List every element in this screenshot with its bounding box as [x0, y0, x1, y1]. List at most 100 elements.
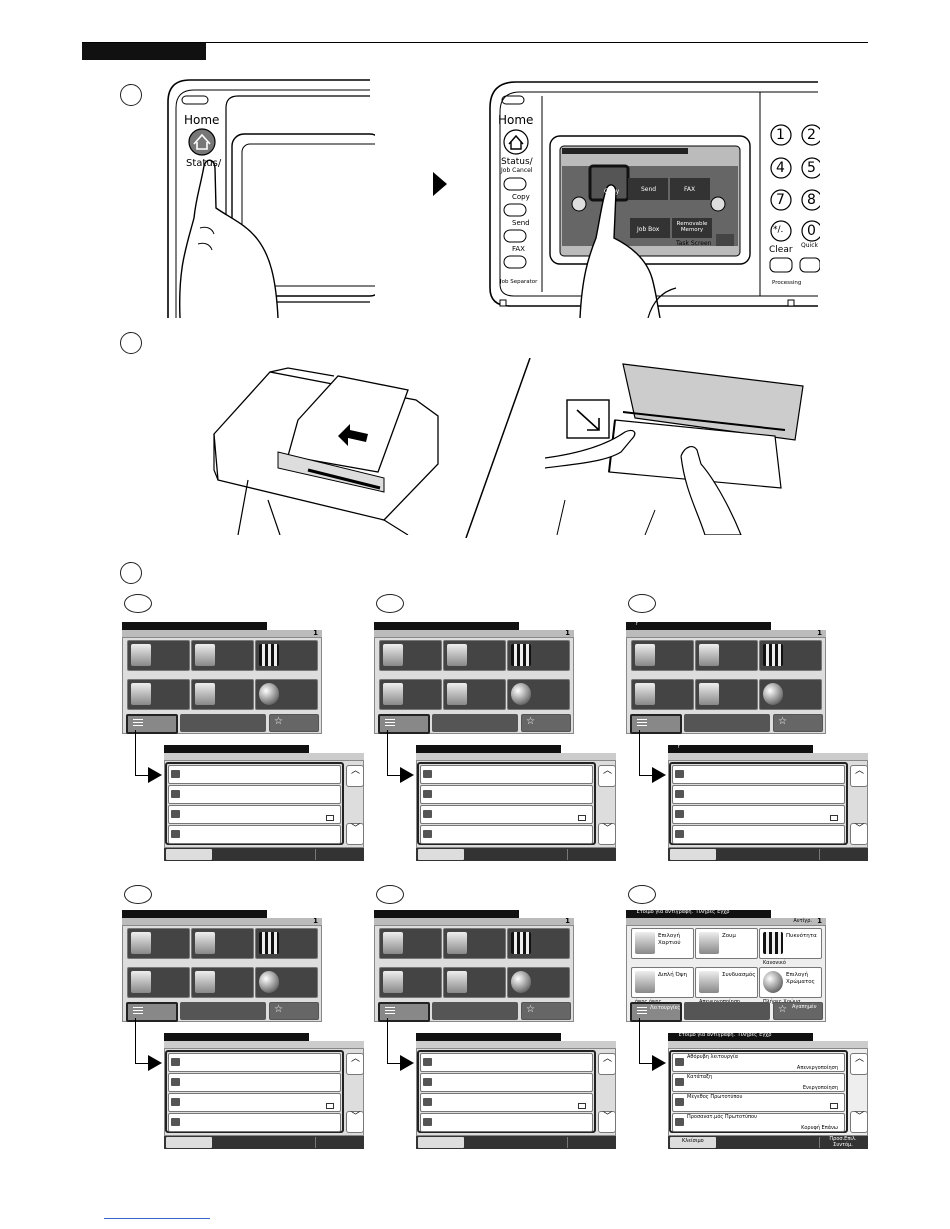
tile-zoom[interactable] [443, 928, 506, 959]
tile-combine[interactable] [191, 967, 254, 998]
tile-duplex[interactable] [631, 679, 694, 710]
tile-zoom[interactable] [191, 928, 254, 959]
tile-combine[interactable]: ΣυνδυασμόςΑπενεργοποίηση [695, 967, 758, 1005]
tile-color[interactable] [507, 679, 570, 710]
row-collate[interactable] [672, 785, 845, 804]
row-orient[interactable] [168, 825, 341, 844]
shortcut-button[interactable] [315, 849, 362, 860]
middle-button[interactable] [432, 714, 518, 732]
tile-density[interactable] [507, 640, 570, 671]
row-quiet[interactable] [168, 765, 341, 784]
row-size[interactable]: Μέγεθος Πρωτοτύπου [672, 1093, 845, 1112]
row-quiet[interactable] [168, 1053, 341, 1072]
close-button[interactable] [418, 849, 464, 860]
shortcut-button[interactable] [567, 849, 614, 860]
row-size[interactable] [672, 805, 845, 824]
tile-zoom[interactable]: Ζουμ [695, 928, 758, 959]
row-orient[interactable] [672, 825, 845, 844]
shortcut-button[interactable]: Προσ.Επιλ. Συντόμ. [819, 1136, 866, 1148]
row-orient[interactable] [420, 825, 593, 844]
scroll-down-button[interactable]: ﹀ [850, 823, 868, 845]
scroll-down-button[interactable]: ﹀ [598, 823, 616, 845]
favorites-button[interactable]: ☆Αγαπημέν [773, 1002, 823, 1020]
tile-duplex[interactable] [127, 679, 190, 710]
row-size[interactable] [420, 1093, 593, 1112]
scroll-up-button[interactable]: ︿ [850, 1053, 868, 1075]
tile-duplex[interactable] [379, 967, 442, 998]
tile-duplex[interactable]: Διπλή Όψηόψης όψης [631, 967, 694, 1005]
scroll-up-button[interactable]: ︿ [346, 1053, 364, 1075]
close-button[interactable] [670, 849, 716, 860]
scroll-down-button[interactable]: ﹀ [850, 1111, 868, 1133]
tile-zoom[interactable] [443, 640, 506, 671]
favorites-button[interactable]: ☆ [269, 714, 319, 732]
tile-color[interactable] [759, 679, 822, 710]
tile-density[interactable] [759, 640, 822, 671]
tile-color[interactable]: Επιλογή ΧρώματοςΠλήρες Χρώμα [759, 967, 822, 1005]
favorites-button[interactable]: ☆ [521, 714, 571, 732]
tile-paper[interactable] [379, 928, 442, 959]
functions-button[interactable] [126, 714, 178, 734]
favorites-button[interactable]: ☆ [521, 1002, 571, 1020]
tile-color[interactable] [507, 967, 570, 998]
middle-button[interactable] [684, 714, 770, 732]
tile-zoom[interactable] [695, 640, 758, 671]
scroll-down-button[interactable]: ﹀ [346, 1111, 364, 1133]
close-button[interactable] [166, 849, 212, 860]
tile-combine[interactable] [191, 679, 254, 710]
scroll-down-button[interactable]: ﹀ [346, 823, 364, 845]
row-size[interactable] [168, 1093, 341, 1112]
scroll-up-button[interactable]: ︿ [850, 765, 868, 787]
row-collate[interactable] [168, 785, 341, 804]
favorites-button[interactable]: ☆ [773, 714, 823, 732]
tile-combine[interactable] [443, 679, 506, 710]
tile-color[interactable] [255, 967, 318, 998]
functions-button[interactable] [126, 1002, 178, 1022]
row-collate[interactable] [420, 1073, 593, 1092]
middle-button[interactable] [684, 1002, 770, 1020]
tile-paper[interactable] [379, 640, 442, 671]
row-quiet[interactable] [672, 765, 845, 784]
row-quiet[interactable] [420, 765, 593, 784]
row-collate[interactable] [168, 1073, 341, 1092]
functions-button[interactable] [378, 714, 430, 734]
shortcut-button[interactable] [315, 1137, 362, 1148]
row-size[interactable] [168, 805, 341, 824]
shortcut-button[interactable] [567, 1137, 614, 1148]
functions-button[interactable] [630, 714, 682, 734]
tile-density[interactable] [255, 928, 318, 959]
close-button[interactable] [418, 1137, 464, 1148]
row-size[interactable] [420, 805, 593, 824]
functions-button[interactable]: Λειτουργίες [630, 1002, 682, 1022]
tile-zoom[interactable] [191, 640, 254, 671]
scroll-down-button[interactable]: ﹀ [598, 1111, 616, 1133]
middle-button[interactable] [180, 1002, 266, 1020]
tile-duplex[interactable] [127, 967, 190, 998]
row-quiet[interactable] [420, 1053, 593, 1072]
tile-combine[interactable] [695, 679, 758, 710]
close-button[interactable] [166, 1137, 212, 1148]
tile-density[interactable] [507, 928, 570, 959]
functions-button[interactable] [378, 1002, 430, 1022]
tile-paper[interactable] [127, 640, 190, 671]
favorites-button[interactable]: ☆ [269, 1002, 319, 1020]
close-button[interactable]: Κλείσιμο [670, 1137, 716, 1148]
row-orient[interactable] [168, 1113, 341, 1132]
row-collate[interactable] [420, 785, 593, 804]
tile-duplex[interactable] [379, 679, 442, 710]
scroll-up-button[interactable]: ︿ [598, 1053, 616, 1075]
tile-color[interactable] [255, 679, 318, 710]
middle-button[interactable] [180, 714, 266, 732]
tile-density[interactable] [255, 640, 318, 671]
scroll-up-button[interactable]: ︿ [346, 765, 364, 787]
tile-combine[interactable] [443, 967, 506, 998]
tile-paper[interactable] [631, 640, 694, 671]
middle-button[interactable] [432, 1002, 518, 1020]
tile-paper[interactable]: Επιλογή Χαρτιού [631, 928, 694, 959]
row-orient[interactable] [420, 1113, 593, 1132]
tile-paper[interactable] [127, 928, 190, 959]
